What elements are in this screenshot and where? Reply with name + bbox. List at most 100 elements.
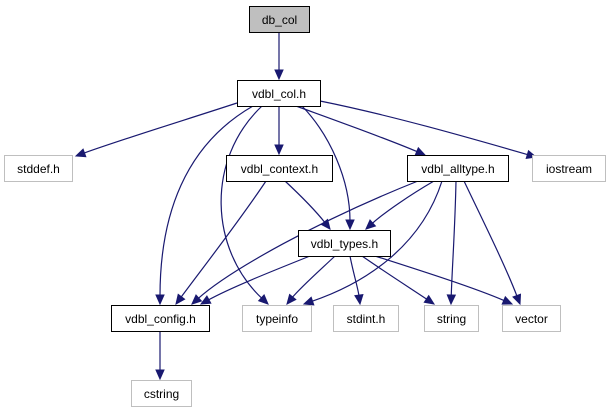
node-stdint-h: stdint.h (333, 305, 399, 332)
edge-line (291, 255, 336, 299)
edge-line (159, 105, 254, 297)
edge-line (371, 180, 435, 225)
arrowhead (365, 219, 377, 230)
edge-db_col-to-vdbl_col_h (274, 32, 284, 81)
node-label: vdbl_context.h (241, 162, 318, 176)
arrowhead (446, 294, 457, 306)
edge-vdbl_col_h-to-vdbl_config_h (155, 105, 254, 306)
node-box (237, 80, 321, 107)
arrowhead (414, 146, 427, 156)
node-vector: vector (502, 305, 561, 332)
node-label: vdbl_config.h (125, 312, 196, 326)
arrowhead (191, 294, 203, 305)
edge-line (284, 180, 326, 224)
node-box (502, 305, 561, 332)
node-box (242, 305, 312, 332)
edge-line (319, 100, 529, 156)
edge-vdbl_alltype_h-to-string (446, 180, 457, 306)
node-box (532, 155, 606, 182)
edge-vdbl_alltype_h-to-vdbl_types_h (365, 180, 435, 230)
node-label: vdbl_col.h (252, 87, 306, 101)
arrowhead (274, 69, 284, 81)
edge-vdbl_alltype_h-to-vector (463, 180, 522, 306)
arrowhead (274, 144, 284, 156)
node-label: db_col (262, 13, 297, 27)
node-box (111, 305, 210, 332)
arrowhead (423, 294, 436, 305)
arrowhead (345, 219, 355, 231)
edge-vdbl_col_h-to-typeinfo (220, 105, 269, 305)
node-label: cstring (144, 387, 179, 401)
edge-vdbl_types_h-to-vector (374, 255, 514, 305)
edge-vdbl_types_h-to-string (361, 255, 436, 305)
edge-line (450, 180, 457, 297)
node-label: typeinfo (256, 312, 298, 326)
node-label: iostream (546, 162, 592, 176)
node-box (249, 6, 310, 33)
arrowhead (155, 294, 165, 306)
arrowhead (286, 293, 297, 305)
node-vdbl-types-h[interactable]: vdbl_types.h (298, 230, 391, 257)
node-vdbl-alltype-h[interactable]: vdbl_alltype.h (407, 155, 509, 182)
node-box (4, 155, 73, 182)
node-box (333, 305, 399, 332)
node-label: stddef.h (17, 162, 60, 176)
edges-layer (74, 32, 538, 381)
node-vdbl-context-h[interactable]: vdbl_context.h (226, 155, 333, 182)
arrowhead (199, 295, 212, 305)
edge-vdbl_col_h-to-vdbl_context_h (274, 106, 284, 156)
node-label: vector (515, 312, 548, 326)
arrowhead (155, 369, 165, 381)
arrowhead (302, 296, 315, 306)
node-typeinfo: typeinfo (242, 305, 312, 332)
edge-line (180, 180, 267, 298)
edge-vdbl_col_h-to-vdbl_alltype_h (295, 105, 427, 156)
node-label: vdbl_types.h (311, 237, 378, 251)
node-vdbl-config-h[interactable]: vdbl_config.h (111, 305, 210, 332)
edge-vdbl_context_h-to-vdbl_types_h (284, 180, 331, 230)
edge-vdbl_alltype_h-to-typeinfo (302, 180, 443, 306)
edge-line (83, 102, 238, 154)
node-db-col[interactable]: db_col (249, 6, 310, 33)
edge-line (361, 255, 428, 301)
edge-line (220, 105, 263, 299)
node-label: string (437, 312, 466, 326)
edge-line (311, 180, 443, 302)
arrowhead (354, 294, 364, 306)
node-iostream: iostream (532, 155, 606, 182)
edge-line (463, 180, 518, 297)
edge-line (374, 255, 505, 302)
arrowhead (74, 148, 87, 158)
edge-vdbl_types_h-to-typeinfo (286, 255, 336, 305)
edge-line (295, 105, 418, 153)
arrowhead (512, 293, 522, 306)
edge-line (349, 255, 360, 297)
node-stddef-h: stddef.h (4, 155, 73, 182)
node-box (298, 230, 391, 257)
node-box (131, 380, 192, 407)
node-cstring: cstring (131, 380, 192, 407)
edge-line (197, 180, 419, 300)
node-vdbl-col-h[interactable]: vdbl_col.h (237, 80, 321, 107)
arrowhead (501, 295, 514, 305)
edge-vdbl_types_h-to-vdbl_config_h (199, 255, 311, 305)
edge-vdbl_col_h-to-stddef_h (74, 102, 238, 158)
edge-line (207, 255, 311, 301)
node-label: stdint.h (347, 312, 386, 326)
node-label: vdbl_alltype.h (421, 162, 494, 176)
node-string: string (424, 305, 479, 332)
node-box (226, 155, 333, 182)
node-box (424, 305, 479, 332)
edge-vdbl_col_h-to-vdbl_types_h (301, 105, 355, 231)
edge-line (301, 105, 351, 222)
arrowhead (257, 293, 269, 305)
node-box (407, 155, 509, 182)
edge-vdbl_context_h-to-vdbl_config_h (175, 180, 267, 305)
edge-vdbl_types_h-to-stdint_h (349, 255, 364, 306)
edge-vdbl_col_h-to-iostream (319, 100, 538, 160)
edge-vdbl_alltype_h-to-vdbl_config_h (191, 180, 419, 305)
arrowhead (175, 293, 186, 305)
edge-vdbl_config_h-to-cstring (155, 330, 165, 381)
